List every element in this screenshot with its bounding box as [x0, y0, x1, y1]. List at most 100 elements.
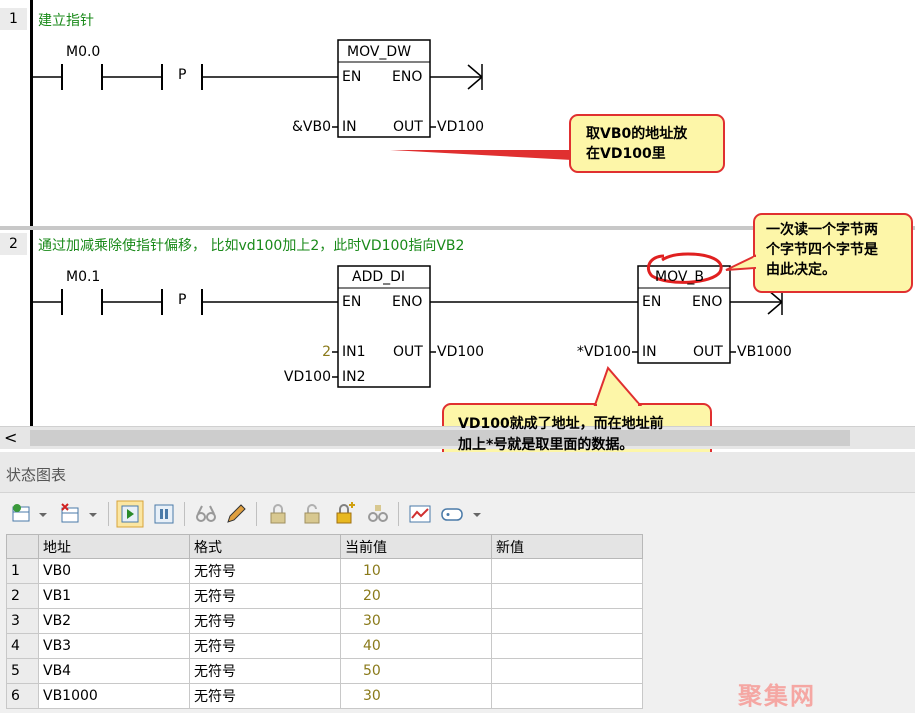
- contact-2-label[interactable]: M0.1: [66, 269, 101, 285]
- chevron-down-icon[interactable]: [470, 502, 484, 526]
- new-value-cell[interactable]: [491, 608, 643, 634]
- glasses-icon[interactable]: [194, 502, 218, 526]
- row-number[interactable]: 1: [6, 558, 39, 584]
- new-value-cell[interactable]: [491, 683, 643, 709]
- table-header-row: 地址 格式 当前值 新值: [6, 534, 643, 559]
- mov-b-en: EN: [642, 294, 662, 310]
- format-cell[interactable]: 无符号: [189, 683, 341, 709]
- pencil-icon[interactable]: [224, 502, 248, 526]
- add-di-in2-operand[interactable]: VD100: [283, 369, 331, 385]
- mov-b-in-operand[interactable]: *VD100: [576, 344, 631, 360]
- read-all-icon[interactable]: [366, 502, 390, 526]
- edge-2-label: P: [178, 292, 187, 308]
- address-cell[interactable]: VB1000: [38, 683, 190, 709]
- status-chart-toolbar: [0, 494, 915, 534]
- pause-icon[interactable]: [152, 502, 176, 526]
- new-value-cell[interactable]: [491, 633, 643, 659]
- format-cell[interactable]: 无符号: [189, 608, 341, 634]
- scrollbar-thumb[interactable]: [30, 430, 850, 446]
- callout-1-line-1: 取VB0的地址放: [586, 126, 688, 142]
- format-cell[interactable]: 无符号: [189, 658, 341, 684]
- format-cell[interactable]: 无符号: [189, 558, 341, 584]
- callout-3-line-1: VD100就成了地址，而在地址前: [458, 416, 664, 432]
- mov-dw-en: EN: [342, 69, 362, 85]
- toolbar-separator: [108, 502, 109, 526]
- table-row[interactable]: 3 VB2 无符号 30: [6, 608, 643, 634]
- callout-2-line-1: 一次读一个字节两: [766, 222, 878, 238]
- column-header-current-value[interactable]: 当前值: [340, 534, 492, 559]
- table-row[interactable]: 4 VB3 无符号 40: [6, 633, 643, 659]
- row-number[interactable]: 3: [6, 608, 39, 634]
- address-cell[interactable]: VB2: [38, 608, 190, 634]
- toolbar-separator: [184, 502, 185, 526]
- network-2-comment[interactable]: 通过加减乘除使指针偏移， 比如vd100加上2，此时VD100指向VB2: [38, 238, 465, 254]
- callout-2-bubble: [725, 213, 913, 293]
- lock-icon[interactable]: [266, 502, 290, 526]
- toolbar-separator: [398, 502, 399, 526]
- unlock-icon[interactable]: [300, 502, 324, 526]
- mov-dw-in-operand[interactable]: &VB0: [291, 119, 331, 135]
- current-value-cell: 40: [340, 633, 492, 659]
- callout-2-line-2: 个字节四个字节是: [766, 242, 878, 258]
- row-number[interactable]: 4: [6, 633, 39, 659]
- tooltip-icon[interactable]: [440, 502, 464, 526]
- mov-dw-out-operand[interactable]: VD100: [437, 119, 485, 135]
- new-value-cell[interactable]: [491, 558, 643, 584]
- table-row[interactable]: 5 VB4 无符号 50: [6, 658, 643, 684]
- table-row[interactable]: 6 VB1000 无符号 30: [6, 683, 643, 709]
- status-chart-table: 地址 格式 当前值 新值 1 VB0 无符号 10 2 VB1 无符号 20: [6, 534, 643, 709]
- callout-1-bubble: [569, 114, 725, 173]
- add-di-in1: IN1: [342, 344, 366, 360]
- current-value-cell: 20: [340, 583, 492, 609]
- add-di-title[interactable]: ADD_DI: [352, 269, 406, 285]
- trend-chart-icon[interactable]: [408, 502, 432, 526]
- edge-1-label: P: [178, 67, 187, 83]
- current-value-cell: 30: [340, 608, 492, 634]
- mov-dw-in: IN: [342, 119, 357, 135]
- table-row[interactable]: 2 VB1 无符号 20: [6, 583, 643, 609]
- row-number[interactable]: 2: [6, 583, 39, 609]
- insert-row-icon[interactable]: [10, 502, 34, 526]
- row-number[interactable]: 6: [6, 683, 39, 709]
- new-value-cell[interactable]: [491, 658, 643, 684]
- address-cell[interactable]: VB4: [38, 658, 190, 684]
- contact-1-label[interactable]: M0.0: [66, 44, 101, 60]
- address-cell[interactable]: VB0: [38, 558, 190, 584]
- power-rail-1: [30, 0, 33, 226]
- delete-row-icon[interactable]: [58, 502, 82, 526]
- force-lock-icon[interactable]: [332, 502, 356, 526]
- mov-b-out: OUT: [693, 344, 723, 360]
- network-2-diagram: [32, 252, 783, 388]
- add-di-eno: ENO: [392, 294, 423, 310]
- add-di-in1-operand[interactable]: 2: [322, 344, 331, 360]
- table-row[interactable]: 1 VB0 无符号 10: [6, 558, 643, 584]
- horizontal-scrollbar[interactable]: <: [0, 426, 915, 449]
- address-cell[interactable]: VB3: [38, 633, 190, 659]
- chevron-down-icon[interactable]: [36, 502, 50, 526]
- row-number[interactable]: 5: [6, 658, 39, 684]
- format-cell[interactable]: 无符号: [189, 583, 341, 609]
- scroll-left-icon[interactable]: <: [4, 428, 18, 447]
- ladder-editor[interactable]: 1 建立指针 M0.0 P MOV_DW EN ENO IN OUT &VB0 …: [0, 0, 915, 463]
- network-1-number[interactable]: 1: [0, 8, 27, 30]
- add-di-out-operand[interactable]: VD100: [437, 344, 485, 360]
- column-header-address[interactable]: 地址: [38, 534, 190, 559]
- new-value-cell[interactable]: [491, 583, 643, 609]
- mov-dw-out: OUT: [393, 119, 423, 135]
- address-cell[interactable]: VB1: [38, 583, 190, 609]
- column-header-format[interactable]: 格式: [189, 534, 341, 559]
- network-2-number[interactable]: 2: [0, 233, 27, 255]
- status-chart-panel: 状态图表: [0, 452, 915, 713]
- chevron-down-icon[interactable]: [86, 502, 100, 526]
- column-header-new-value[interactable]: 新值: [491, 534, 643, 559]
- add-di-en: EN: [342, 294, 362, 310]
- mov-b-title[interactable]: MOV_B: [655, 269, 705, 285]
- mov-b-out-operand[interactable]: VB1000: [737, 344, 792, 360]
- network-1-diagram: [32, 39, 572, 160]
- format-cell[interactable]: 无符号: [189, 633, 341, 659]
- network-1-comment[interactable]: 建立指针: [38, 13, 94, 29]
- watermark-logo: 聚集网: [738, 682, 816, 710]
- mov-dw-title[interactable]: MOV_DW: [347, 44, 412, 60]
- play-icon[interactable]: [116, 500, 144, 528]
- row-number-header: [6, 534, 39, 559]
